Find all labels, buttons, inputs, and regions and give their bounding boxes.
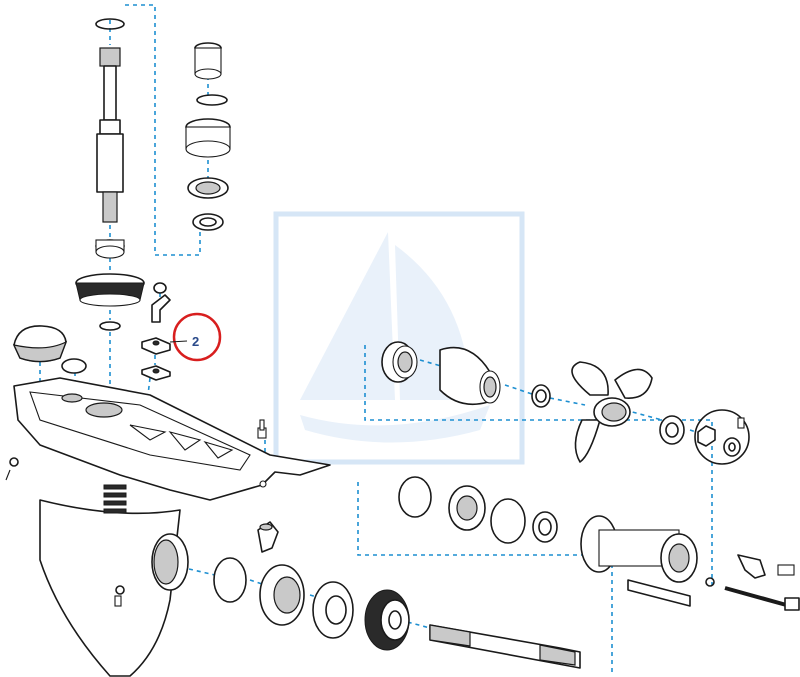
lower-shaft-row	[398, 476, 715, 607]
shim-block	[141, 337, 171, 381]
screws	[5, 457, 125, 607]
pinion-gear	[75, 273, 145, 331]
watermark-logo	[273, 211, 525, 465]
cover-plate	[12, 325, 87, 374]
forward-gear-set	[213, 557, 581, 669]
propeller	[571, 361, 685, 463]
prop-shaft-assembly	[381, 341, 551, 408]
callout-label: 2	[192, 334, 199, 349]
small-fittings	[151, 282, 171, 323]
highlight-circle	[172, 312, 222, 362]
gear-housing	[13, 377, 331, 677]
housing-fins	[103, 484, 127, 514]
water-pickup	[257, 521, 279, 553]
shift-linkage	[724, 554, 800, 611]
callout-2: 2	[169, 312, 222, 362]
drive-shaft	[95, 18, 125, 259]
bearing-stack	[185, 42, 231, 231]
nut-detail	[694, 409, 750, 465]
